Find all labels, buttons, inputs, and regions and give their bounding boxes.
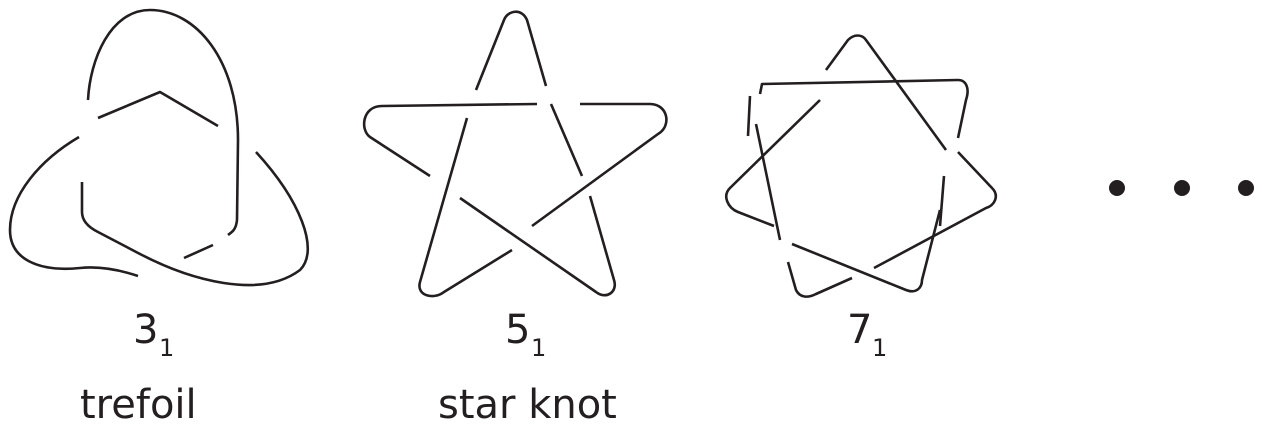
star-knot-label: 5 1 star knot (438, 307, 617, 426)
star-strand-horizontal (364, 104, 537, 176)
star-knot-name: star knot (438, 382, 617, 426)
trefoil-label: 3 1 trefoil (80, 307, 197, 426)
trefoil-strand-top-loop (88, 10, 238, 235)
ellipsis-dot (1109, 180, 1125, 196)
star-strand-top-right (551, 104, 582, 176)
trefoil-strand-right-loop (184, 245, 213, 258)
trefoil-strand-inner-left (82, 152, 308, 285)
star-strand-horizontal-right (532, 104, 666, 226)
seven-strand-top (826, 36, 946, 151)
trefoil-name: trefoil (80, 382, 197, 426)
trefoil-knot-drawing (10, 10, 308, 285)
star-knot-drawing (364, 12, 666, 296)
seven-one-knot-drawing (726, 36, 995, 297)
trefoil-subscript: 1 (159, 334, 174, 362)
seven-strand-right (874, 152, 996, 268)
star-strand-top-left (476, 12, 546, 90)
trefoil-number: 3 (133, 307, 158, 353)
seven-one-subscript: 1 (872, 334, 887, 362)
star-knot-number: 5 (505, 307, 530, 353)
star-strand-left-leg (419, 118, 512, 296)
trefoil-strand-inner-top (98, 92, 218, 126)
seven-strand-bottom-left (788, 262, 852, 297)
seven-one-number: 7 (847, 307, 872, 353)
star-strand-bottom-cross (460, 196, 615, 295)
trefoil-strand-left-arc (10, 137, 138, 276)
seven-strand-bottom (792, 176, 944, 291)
seven-one-label: 7 1 (847, 307, 887, 362)
continuation-ellipsis (1109, 180, 1254, 196)
star-knot-subscript: 1 (531, 334, 546, 362)
ellipsis-dot (1174, 180, 1190, 196)
ellipsis-dot (1238, 180, 1254, 196)
